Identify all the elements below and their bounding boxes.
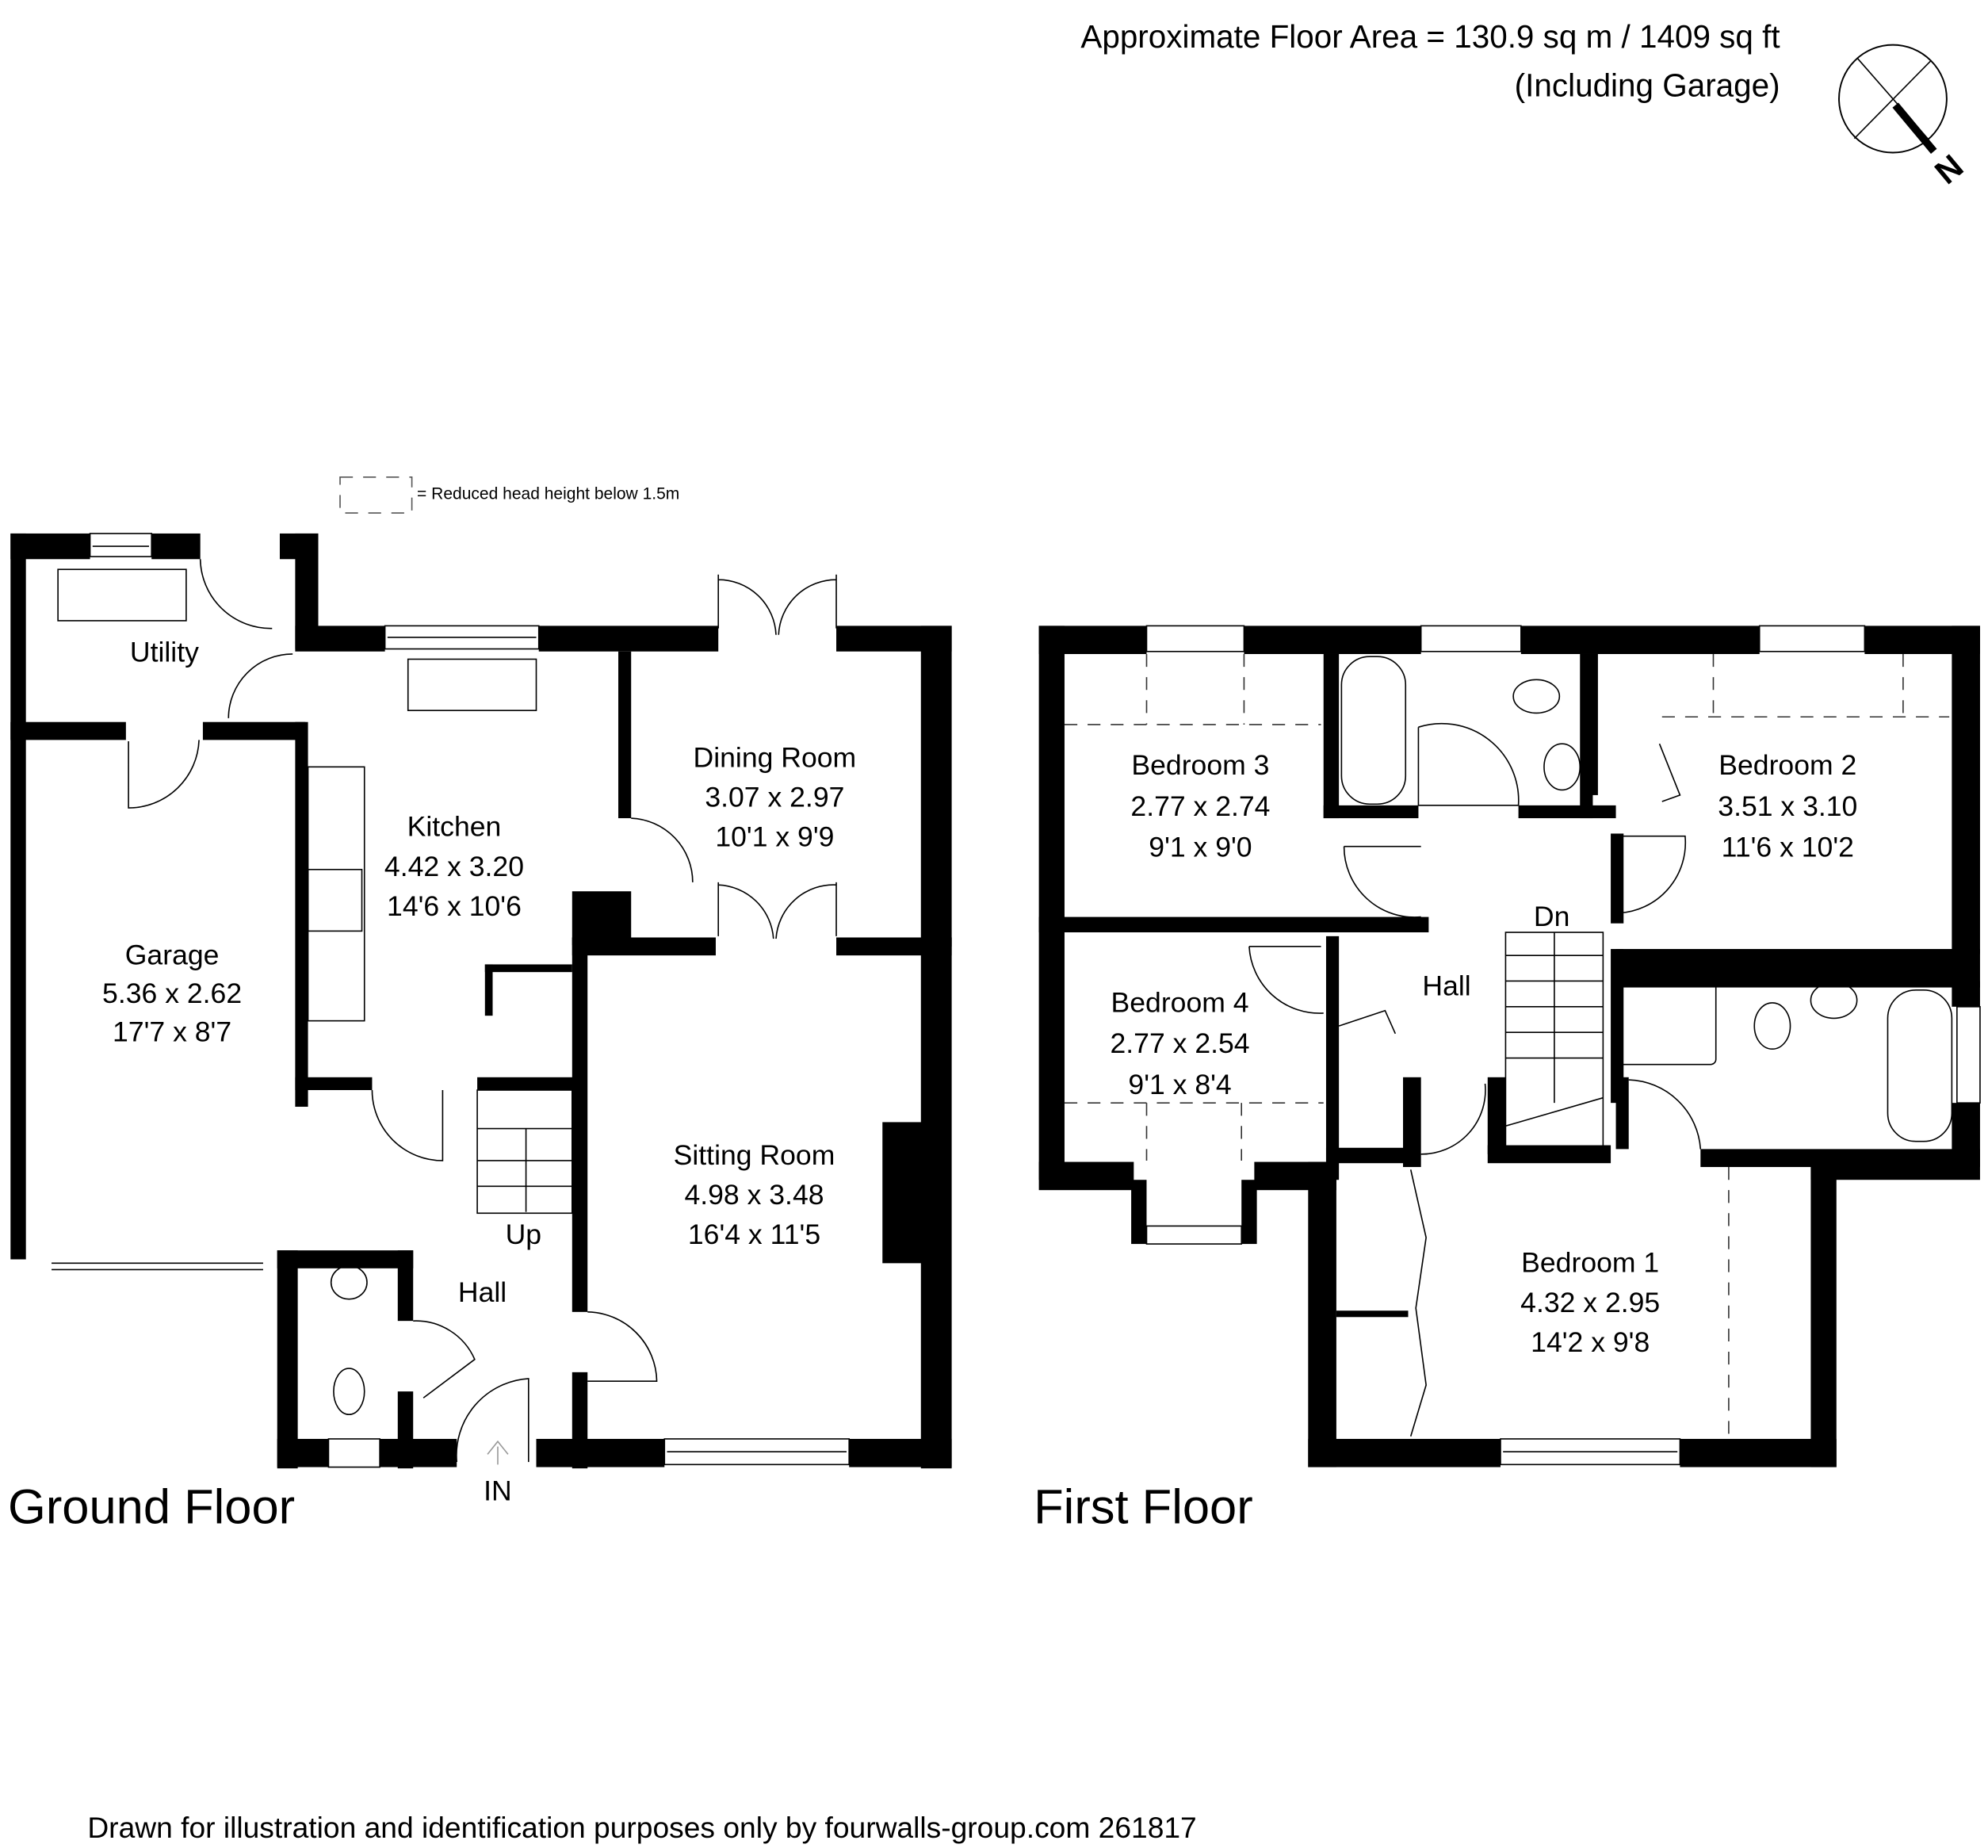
room-dims-sitting-metric: 4.98 x 3.48 (684, 1179, 824, 1211)
floor-area-text: Approximate Floor Area = 130.9 sq m / 14… (1080, 18, 1780, 55)
ground-floor-plan (10, 533, 952, 1469)
compass-label: N (1928, 147, 1970, 192)
first-floor-plan (1038, 625, 1981, 1467)
room-name-garage: Garage (125, 939, 220, 970)
room-dims-bedroom-4-imperial: 9'1 x 8'4 (1128, 1069, 1231, 1100)
room-dims-sitting-imperial: 16'4 x 11'5 (688, 1219, 820, 1250)
legend-text: = Reduced head height below 1.5m (417, 484, 679, 503)
first-floor-labels: Bedroom 3 2.77 x 2.74 9'1 x 9'0 Bedroom … (1111, 749, 1858, 1358)
room-name-bedroom-3: Bedroom 3 (1131, 749, 1269, 781)
room-dims-dining-imperial: 10'1 x 9'9 (715, 821, 834, 853)
first-floor-title: First Floor (1034, 1480, 1253, 1535)
room-dims-bedroom-3-metric: 2.77 x 2.74 (1130, 790, 1270, 822)
room-name-utility: Utility (130, 637, 199, 668)
floor-area-note: (Including Garage) (1515, 67, 1780, 103)
room-name-hall-ground: Hall (458, 1276, 507, 1308)
entrance-arrow-icon (487, 1440, 509, 1465)
legend: = Reduced head height below 1.5m (339, 476, 679, 514)
room-name-hall-first: Hall (1422, 970, 1470, 1001)
room-dims-kitchen-metric: 4.42 x 3.20 (384, 851, 524, 882)
room-dims-bedroom-1-imperial: 14'2 x 9'8 (1531, 1326, 1650, 1358)
room-dims-bedroom-4-metric: 2.77 x 2.54 (1111, 1027, 1250, 1059)
room-dims-garage-imperial: 17'7 x 8'7 (113, 1016, 231, 1048)
room-dims-bedroom-2-imperial: 11'6 x 10'2 (1722, 832, 1854, 863)
room-name-bedroom-4: Bedroom 4 (1111, 986, 1249, 1018)
room-name-sitting-room: Sitting Room (674, 1139, 835, 1171)
stairs-up-label: Up (506, 1219, 541, 1250)
room-dims-garage-metric: 5.36 x 2.62 (102, 978, 242, 1009)
ground-floor-title: Ground Floor (8, 1480, 295, 1535)
room-dims-dining-metric: 3.07 x 2.97 (705, 781, 844, 813)
room-name-kitchen: Kitchen (407, 811, 502, 843)
ground-floor-labels: Utility Garage 5.36 x 2.62 17'7 x 8'7 Ki… (102, 637, 856, 1507)
room-dims-bedroom-2-metric: 3.51 x 3.10 (1718, 790, 1857, 822)
north-compass-icon: N (1838, 44, 1970, 192)
stairs-down-label: Dn (1534, 901, 1569, 932)
room-dims-bedroom-3-imperial: 9'1 x 9'0 (1149, 832, 1252, 863)
entrance-label: IN (484, 1475, 512, 1507)
footer-disclaimer: Drawn for illustration and identificatio… (87, 1811, 1196, 1844)
room-name-bedroom-1: Bedroom 1 (1521, 1247, 1659, 1279)
room-dims-bedroom-1-metric: 4.32 x 2.95 (1520, 1287, 1660, 1318)
room-name-bedroom-2: Bedroom 2 (1718, 749, 1856, 781)
room-name-dining-room: Dining Room (694, 741, 857, 773)
room-dims-kitchen-imperial: 14'6 x 10'6 (387, 890, 522, 922)
